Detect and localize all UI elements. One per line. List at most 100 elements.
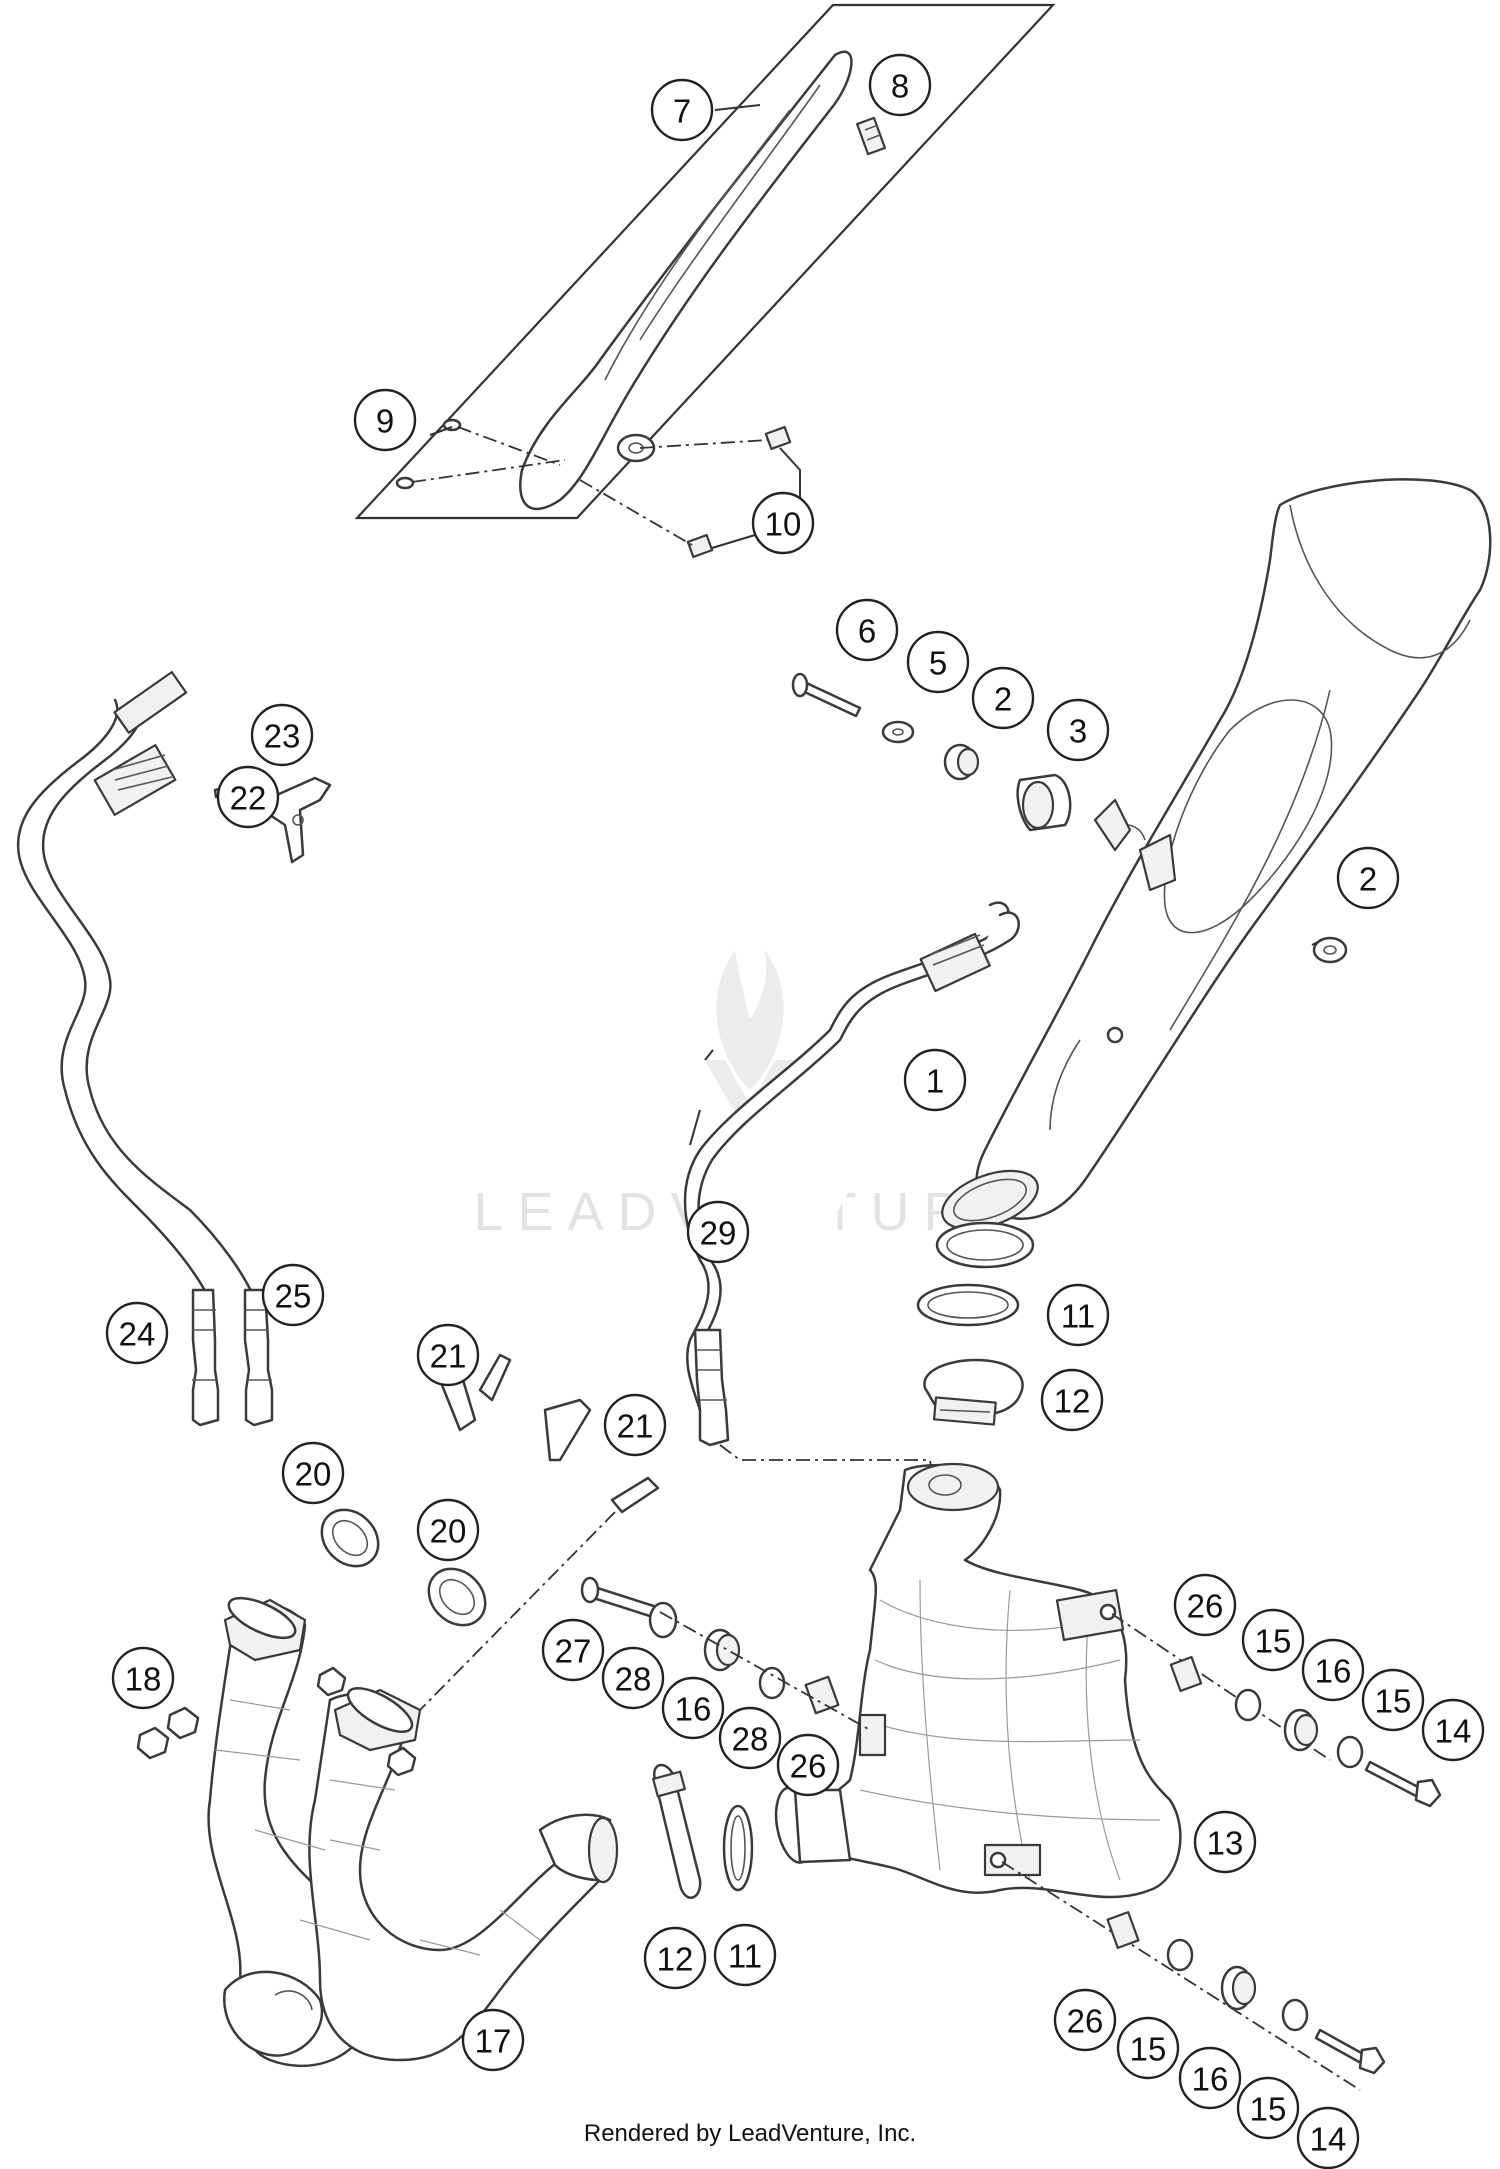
- callout-c18: 18: [111, 1646, 175, 1710]
- callout-c10: 10: [751, 491, 815, 555]
- callout-label: 16: [1315, 1653, 1352, 1690]
- callout-label: 20: [295, 1456, 332, 1493]
- callout-label: 9: [376, 403, 394, 440]
- callout-label: 21: [430, 1338, 467, 1375]
- callout-c7: 7: [650, 78, 714, 142]
- callout-circle: [906, 630, 970, 694]
- callout-c21a: 21: [416, 1323, 480, 1387]
- callout-circle: [461, 2008, 525, 2072]
- callout-c16c: 16: [1178, 2046, 1242, 2110]
- callout-c22: 22: [216, 765, 280, 829]
- heat-shield-box: [354, 3, 1056, 520]
- callout-label: 26: [1187, 1588, 1224, 1625]
- callout-circle: [353, 388, 417, 452]
- callout-c27: 27: [541, 1618, 605, 1682]
- callout-circle: [1296, 2106, 1360, 2169]
- callout-label: 5: [929, 645, 947, 682]
- callout-label: 11: [1061, 1298, 1095, 1335]
- callout-label: 25: [275, 1278, 312, 1315]
- callout-circle: [1193, 1810, 1257, 1874]
- callout-label: 26: [1067, 2003, 1104, 2040]
- callout-label: 23: [264, 718, 301, 755]
- callout-label: 18: [125, 1661, 162, 1698]
- callout-circle: [835, 598, 899, 662]
- callout-label: 17: [475, 2023, 512, 2060]
- callout-label: 29: [700, 1215, 737, 1252]
- sensor-cable-left: [16, 670, 332, 1427]
- callout-c3: 3: [1046, 698, 1110, 762]
- callout-circle: [416, 1498, 480, 1562]
- callout-c25: 25: [261, 1263, 325, 1327]
- callout-label: 10: [765, 506, 802, 543]
- callout-circle: [601, 1646, 665, 1710]
- callout-c13: 13: [1193, 1810, 1257, 1874]
- callout-circle: [650, 78, 714, 142]
- callout-circle: [1301, 1638, 1365, 1702]
- callout-circle: [1336, 846, 1400, 910]
- mount-hardware-left: [580, 1576, 871, 1731]
- heat-shield-7: [519, 50, 853, 511]
- callout-c26b: 26: [776, 1733, 840, 1797]
- callout-circle: [776, 1733, 840, 1797]
- callout-label: 14: [1310, 2121, 1347, 2158]
- callout-c14b: 14: [1296, 2106, 1360, 2169]
- callout-circle: [541, 1618, 605, 1682]
- callout-circle: [1116, 2016, 1180, 2080]
- callout-label: 1: [926, 1063, 944, 1100]
- callout-circle: [1421, 1698, 1485, 1762]
- callout-label: 12: [1054, 1383, 1091, 1420]
- callout-label: 16: [675, 1691, 712, 1728]
- callout-label: 7: [673, 93, 691, 130]
- callout-c20b: 20: [416, 1498, 480, 1562]
- callout-c6: 6: [835, 598, 899, 662]
- callout-c20a: 20: [281, 1441, 345, 1505]
- mount-hardware-right-lower: [1001, 1861, 1386, 2091]
- studs-21: [419, 1353, 660, 1711]
- callout-c11a: 11: [1046, 1283, 1110, 1347]
- callout-c17: 17: [461, 2008, 525, 2072]
- callout-c24: 24: [105, 1301, 169, 1365]
- callout-circle: [868, 53, 932, 117]
- heat-shield-group: [354, 3, 1056, 559]
- callout-label: 14: [1435, 1713, 1472, 1750]
- callout-c16a: 16: [1301, 1638, 1365, 1702]
- callout-c26a: 26: [1173, 1573, 1237, 1637]
- callout-c2b: 2: [1336, 846, 1400, 910]
- callout-circle: [1046, 698, 1110, 762]
- gasket-20a: [320, 1508, 380, 1568]
- nuts-18: [136, 1666, 417, 1777]
- callout-label: 27: [555, 1633, 592, 1670]
- callout-c29: 29: [686, 1200, 750, 1264]
- callout-circle: [603, 1393, 667, 1457]
- callout-circle: [1241, 1608, 1305, 1672]
- clamp-ring-lower: [652, 1763, 754, 1899]
- callout-circle: [281, 1441, 345, 1505]
- callout-c28a: 28: [601, 1646, 665, 1710]
- callout-c21b: 21: [603, 1393, 667, 1457]
- callout-label: 12: [657, 1941, 694, 1978]
- catalyst-box-13: [774, 1462, 1182, 1899]
- callout-label: 3: [1069, 713, 1087, 750]
- callout-c1: 1: [903, 1048, 967, 1112]
- callout-circle: [250, 703, 314, 767]
- callout-circle: [686, 1200, 750, 1264]
- callout-label: 26: [790, 1748, 827, 1785]
- callout-circle: [1053, 1988, 1117, 2052]
- callout-label: 15: [1375, 1683, 1412, 1720]
- callout-c15c: 15: [1116, 2016, 1180, 2080]
- rendered-by-footer: Rendered by LeadVenture, Inc.: [583, 2120, 917, 2147]
- callout-c15d: 15: [1236, 2076, 1300, 2140]
- callout-circle: [643, 1926, 707, 1990]
- callout-circle: [1173, 1573, 1237, 1637]
- callout-circle: [971, 666, 1035, 730]
- callout-circle: [661, 1676, 725, 1740]
- callout-circle: [1040, 1368, 1104, 1432]
- mount-hardware-right-upper: [1111, 1613, 1442, 1808]
- clip-8: [855, 116, 887, 156]
- callout-label: 16: [1192, 2061, 1229, 2098]
- callout-circle: [903, 1048, 967, 1112]
- callout-circle: [1046, 1283, 1110, 1347]
- callout-label: 15: [1255, 1623, 1292, 1660]
- callout-c23: 23: [250, 703, 314, 767]
